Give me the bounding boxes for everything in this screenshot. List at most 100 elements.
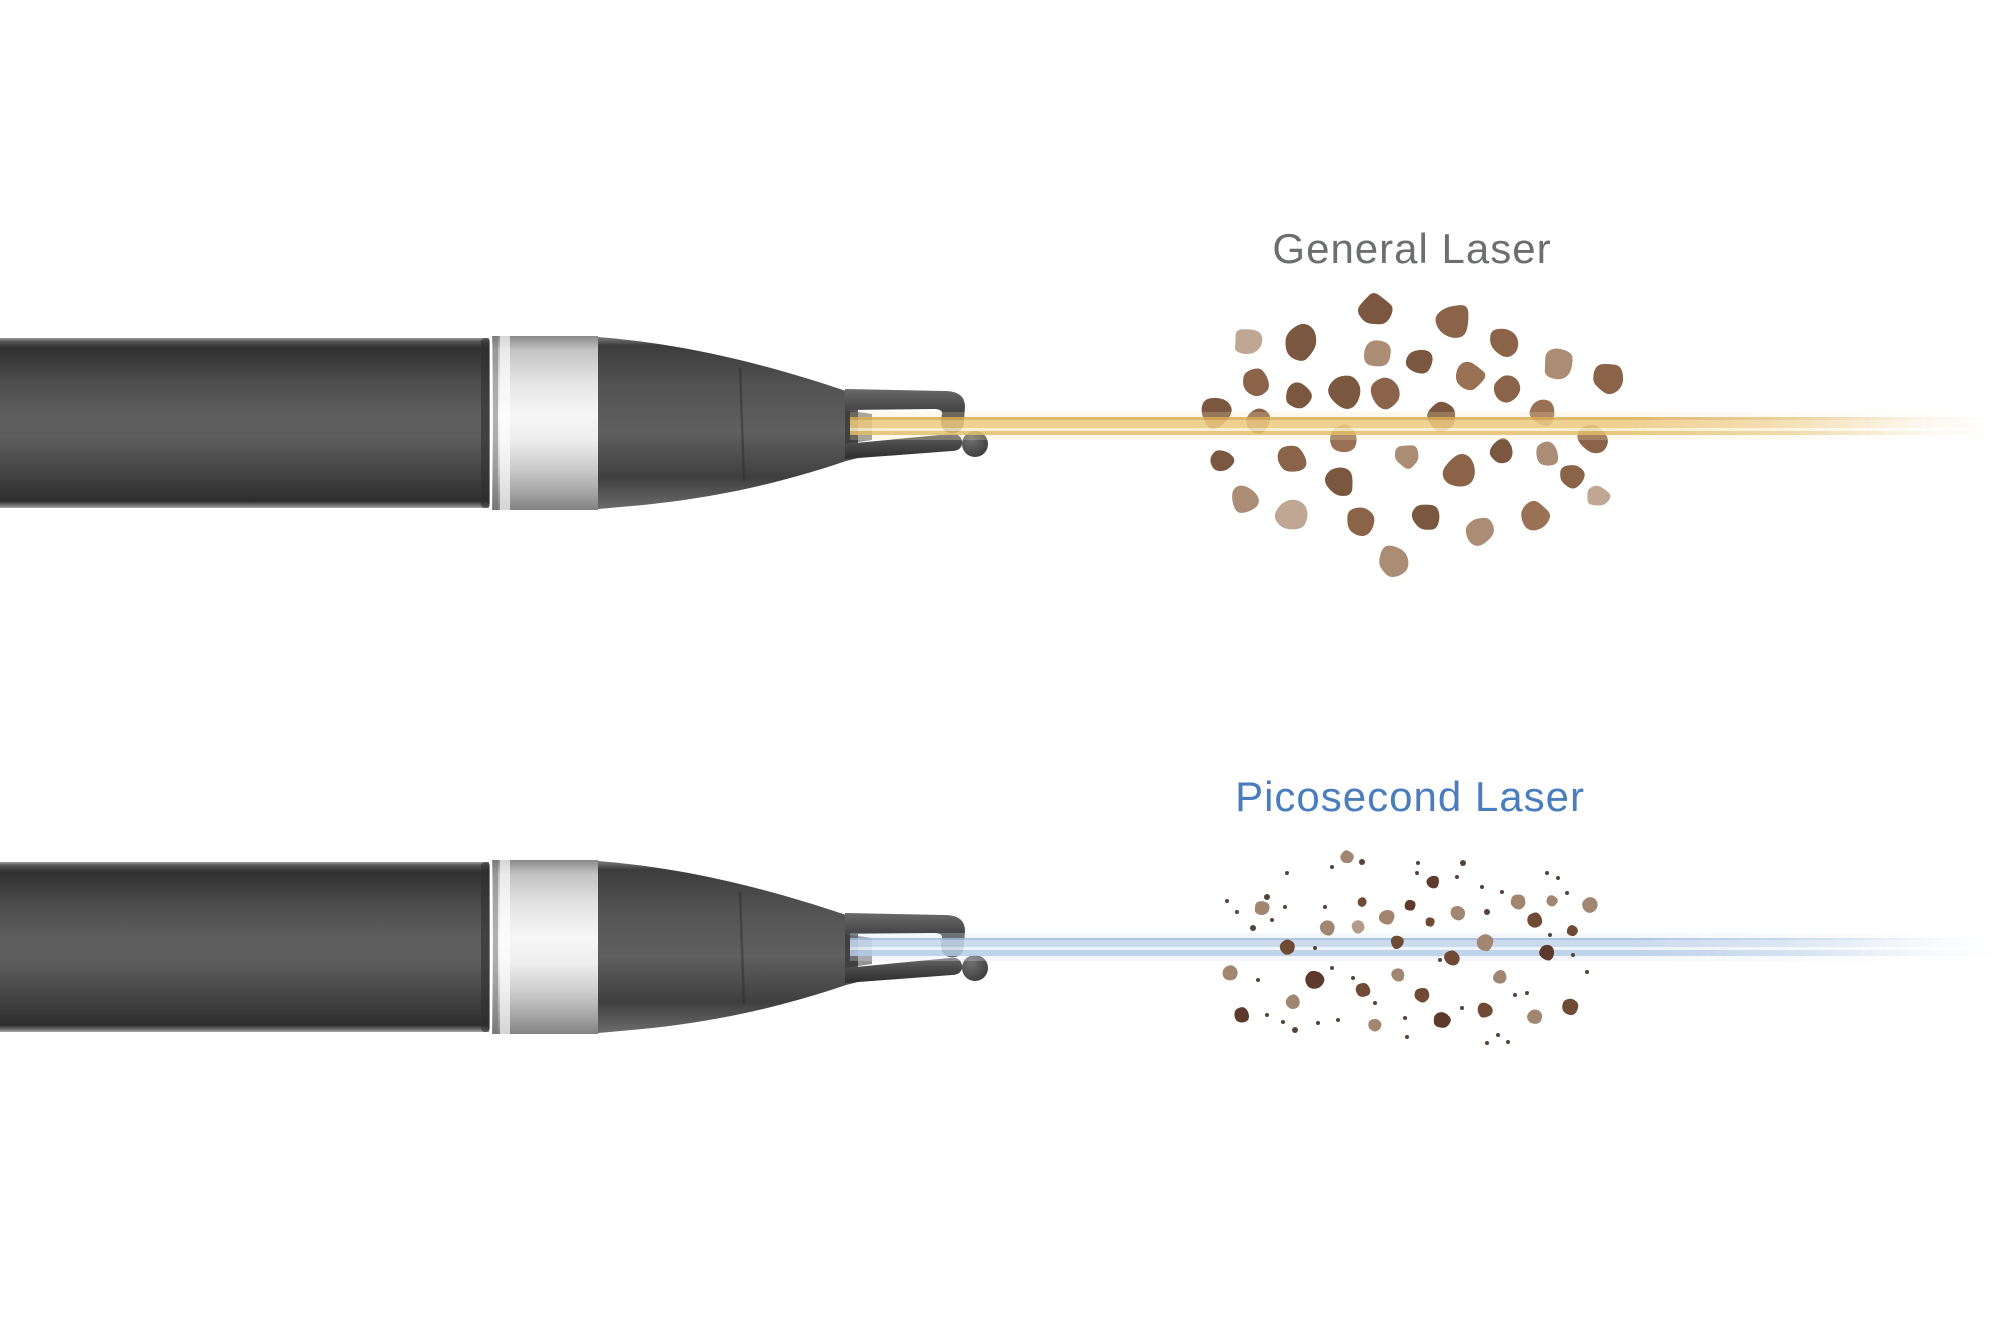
pigment-particle [1235,910,1239,914]
pigment-particle [1355,982,1371,997]
pigment-particle [1490,328,1519,357]
pigment-particle [1480,885,1484,889]
pigment-particle [1593,363,1624,395]
pigment-particle [1560,465,1585,489]
pigment-particle [1250,925,1256,931]
pigment-particle [1285,871,1289,875]
pigment-particle [1415,871,1419,875]
pigment-particle [1477,1002,1493,1018]
pigment-particle [1489,438,1513,464]
pigment-particle [1404,899,1416,911]
pigment-particle [1438,958,1442,962]
pigment-particle [1285,994,1300,1010]
pigment-particle [1234,329,1263,355]
general-laser-label: General Laser [1272,225,1552,272]
pigment-particle [1492,970,1507,984]
general-laser-beam [850,412,1999,440]
pigment-particle [1370,377,1400,410]
pigment-particle [1391,968,1405,982]
pigment-particle [1232,485,1259,513]
pigment-particle [1539,944,1555,961]
pigment-particle [1359,859,1365,865]
pigment-particle [1254,901,1270,916]
pigment-particle [1587,485,1611,506]
pigment-particle [1281,1020,1285,1024]
pigment-particle [1513,993,1517,997]
pigment-particle [1328,375,1361,409]
pigment-particle [1435,305,1469,338]
pigment-particle [1347,507,1375,537]
pigment-particle [1265,1013,1269,1017]
pigment-particle [1364,340,1391,367]
pigment-particle [1379,545,1409,578]
pigment-particle [1493,375,1521,403]
pigment-particle [1274,499,1308,530]
pigment-particle [1403,1016,1407,1020]
pigment-particle [1324,467,1353,496]
pigment-particle [1442,453,1475,487]
pigment-particle [1571,953,1575,957]
pigment-particle [1270,918,1274,922]
pigment-particle [1510,894,1526,910]
pigment-particle [1521,500,1551,531]
pigment-particle [1425,917,1435,927]
pigment-particle [1256,978,1260,982]
pigment-particle [1378,909,1395,925]
pigment-particle [1279,939,1295,955]
pigment-particle [1414,988,1430,1003]
pigment-particle [1336,1018,1340,1022]
pigment-particle [1313,946,1317,950]
pigment-particle [1485,1041,1489,1045]
pigment-particle [1285,323,1317,361]
pigment-particle [1506,1040,1510,1044]
pigment-particle [1234,1007,1250,1023]
pigment-particle [1368,1018,1382,1032]
pigment-particle [1292,1027,1298,1033]
pigment-particle [1394,445,1419,469]
pigment-particle [1545,871,1549,875]
pigment-particle [1500,890,1504,894]
pigment-particle [1340,850,1354,864]
pigment-particle [1444,950,1460,966]
pigment-particle [1455,875,1459,879]
pigment-particle [1351,976,1355,980]
pigment-particle [1562,998,1579,1016]
picosecond-laser-particles [1222,850,1598,1045]
pigment-particle [1283,905,1287,909]
pigment-particle [1405,349,1433,374]
pigment-particle [1405,1035,1409,1039]
pigment-particle [1450,906,1466,921]
pigment-particle [1546,895,1558,907]
pigment-particle [1351,920,1365,934]
pigment-particle [1484,909,1490,915]
pigment-particle [1476,934,1494,952]
pigment-particle [1465,517,1494,546]
pigment-particle [1433,1012,1451,1028]
pigment-particle [1323,905,1327,909]
pigment-particle [1527,1009,1543,1024]
picosecond-laser-handpiece [0,858,990,1036]
pigment-particle [1544,348,1573,380]
pigment-particle [1330,966,1334,970]
pigment-particle [1455,361,1486,391]
pigment-particle [1390,935,1404,949]
pigment-particle [1264,894,1270,900]
pigment-particle [1525,991,1529,995]
pigment-particle [1585,970,1589,974]
pigment-particle [1358,293,1393,325]
pigment-particle [1565,891,1569,895]
pigment-particle [1566,925,1578,937]
pigment-particle [1411,504,1440,530]
pigment-particle [1357,897,1367,907]
pigment-particle [1243,368,1269,397]
pigment-particle [1225,899,1229,903]
pigment-particle [1305,970,1325,989]
pigment-particle [1582,897,1598,913]
pigment-particle [1527,912,1543,928]
picosecond-laser-beam [850,933,1999,961]
pigment-particle [1460,1006,1464,1010]
pigment-particle [1556,876,1560,880]
pigment-particle [1210,450,1235,472]
